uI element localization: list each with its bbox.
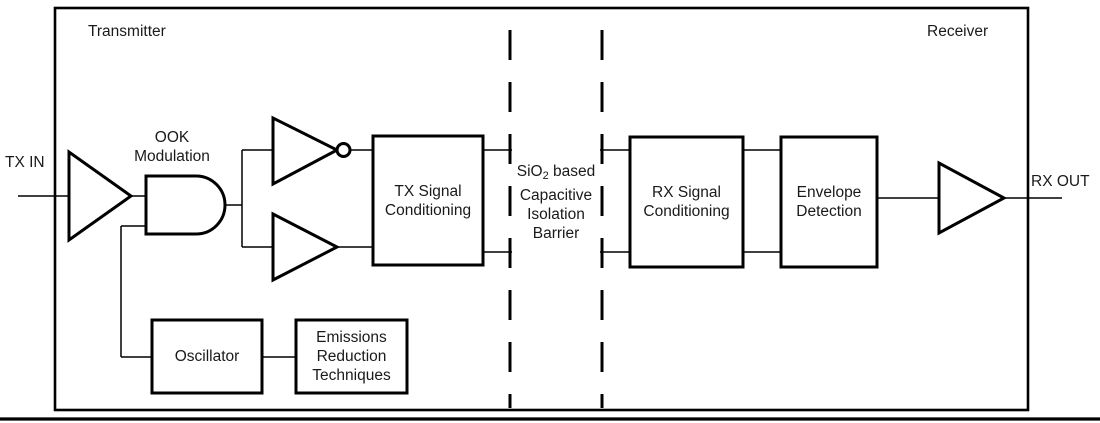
tx-inverter-icon [271, 115, 341, 187]
envelope-detection-block [779, 135, 879, 269]
receiver-section-label: Receiver [927, 23, 989, 40]
emissions-reduction-block [294, 318, 409, 395]
and-gate-icon [144, 174, 227, 236]
rx-signal-conditioning-block [628, 135, 745, 269]
oscillator-block [150, 318, 264, 395]
tx-inverter-bubble-icon [335, 142, 352, 158]
tx-buffer-icon [271, 211, 341, 283]
tx-signal-conditioning-block [371, 134, 485, 267]
rx-out-port-label: RX OUT [1031, 173, 1090, 190]
transmitter-section-label: Transmitter [88, 23, 166, 40]
output-buffer-icon [937, 160, 1008, 236]
device-outline [53, 6, 1030, 412]
tx-in-port-label: TX IN [5, 154, 45, 171]
input-buffer-icon [67, 149, 134, 243]
